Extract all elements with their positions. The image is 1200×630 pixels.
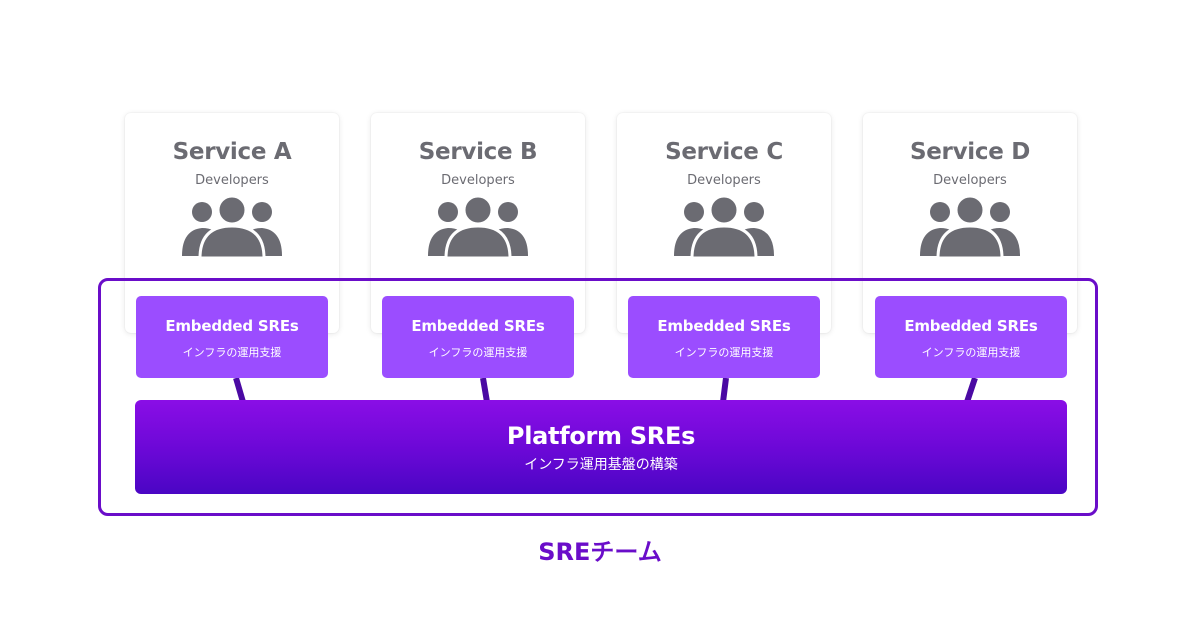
embedded-subtitle: インフラの運用支援 [921,346,1021,359]
embedded-subtitle: インフラの運用支援 [674,346,774,359]
platform-title: Platform SREs [506,422,696,450]
embedded-subtitle: インフラの運用支援 [182,346,282,359]
embedded-sre-box-c: Embedded SREs インフラの運用支援 [628,296,820,378]
service-title: Service A [172,139,292,165]
connector-line [233,377,246,403]
connector-line [964,377,978,403]
people-icon [371,194,585,264]
embedded-title: Embedded SREs [904,317,1038,335]
embedded-sre-box-a: Embedded SREs インフラの運用支援 [136,296,328,378]
platform-subtitle: インフラ運用基盤の構築 [524,457,678,473]
service-title: Service B [418,139,538,165]
embedded-sre-box-d: Embedded SREs インフラの運用支援 [875,296,1067,378]
service-subtitle: Developers [441,173,515,188]
connector-line [720,377,729,403]
service-subtitle: Developers [687,173,761,188]
platform-sre-bar: Platform SREs インフラ運用基盤の構築 [135,400,1067,494]
connector-line [480,377,490,403]
embedded-subtitle: インフラの運用支援 [428,346,528,359]
service-title: Service C [665,139,783,165]
embedded-title: Embedded SREs [657,317,791,335]
service-subtitle: Developers [933,173,1007,188]
people-icon [617,194,831,264]
service-title: Service D [909,139,1030,165]
embedded-sre-box-b: Embedded SREs インフラの運用支援 [382,296,574,378]
sre-team-label: SREチーム [538,538,662,566]
sre-team-frame [98,278,1098,516]
embedded-title: Embedded SREs [411,317,545,335]
service-subtitle: Developers [195,173,269,188]
people-icon [125,194,339,264]
embedded-title: Embedded SREs [165,317,299,335]
people-icon [863,194,1077,264]
